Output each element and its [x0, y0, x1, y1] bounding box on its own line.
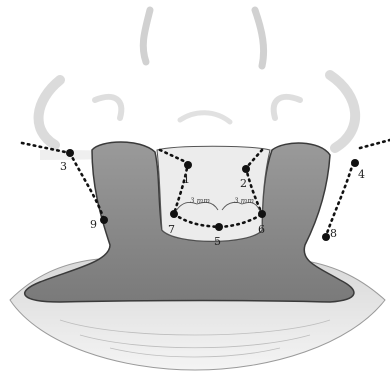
- point-6-dot: [258, 210, 266, 218]
- point-9-label: 9: [90, 218, 97, 231]
- point-5-dot: [215, 223, 223, 231]
- measurement-right: 3 mm: [234, 197, 254, 205]
- point-7-label: 7: [168, 223, 175, 236]
- point-6-label: 6: [258, 223, 265, 236]
- point-8-dot: [322, 233, 330, 241]
- point-3-label: 3: [60, 160, 67, 173]
- point-7-dot: [170, 210, 178, 218]
- point-1-dot: [184, 161, 192, 169]
- point-8-label: 8: [330, 227, 337, 240]
- nose-sketch: [39, 10, 356, 148]
- measurement-left: 3 mm: [190, 197, 210, 205]
- point-4-label: 4: [358, 168, 365, 181]
- point-9-dot: [100, 216, 108, 224]
- point-2-dot: [242, 165, 250, 173]
- point-4-dot: [351, 159, 359, 167]
- point-1-label: 1: [183, 173, 190, 186]
- point-5-label: 5: [214, 235, 221, 248]
- point-3-dot: [66, 149, 74, 157]
- point-2-label: 2: [240, 177, 247, 190]
